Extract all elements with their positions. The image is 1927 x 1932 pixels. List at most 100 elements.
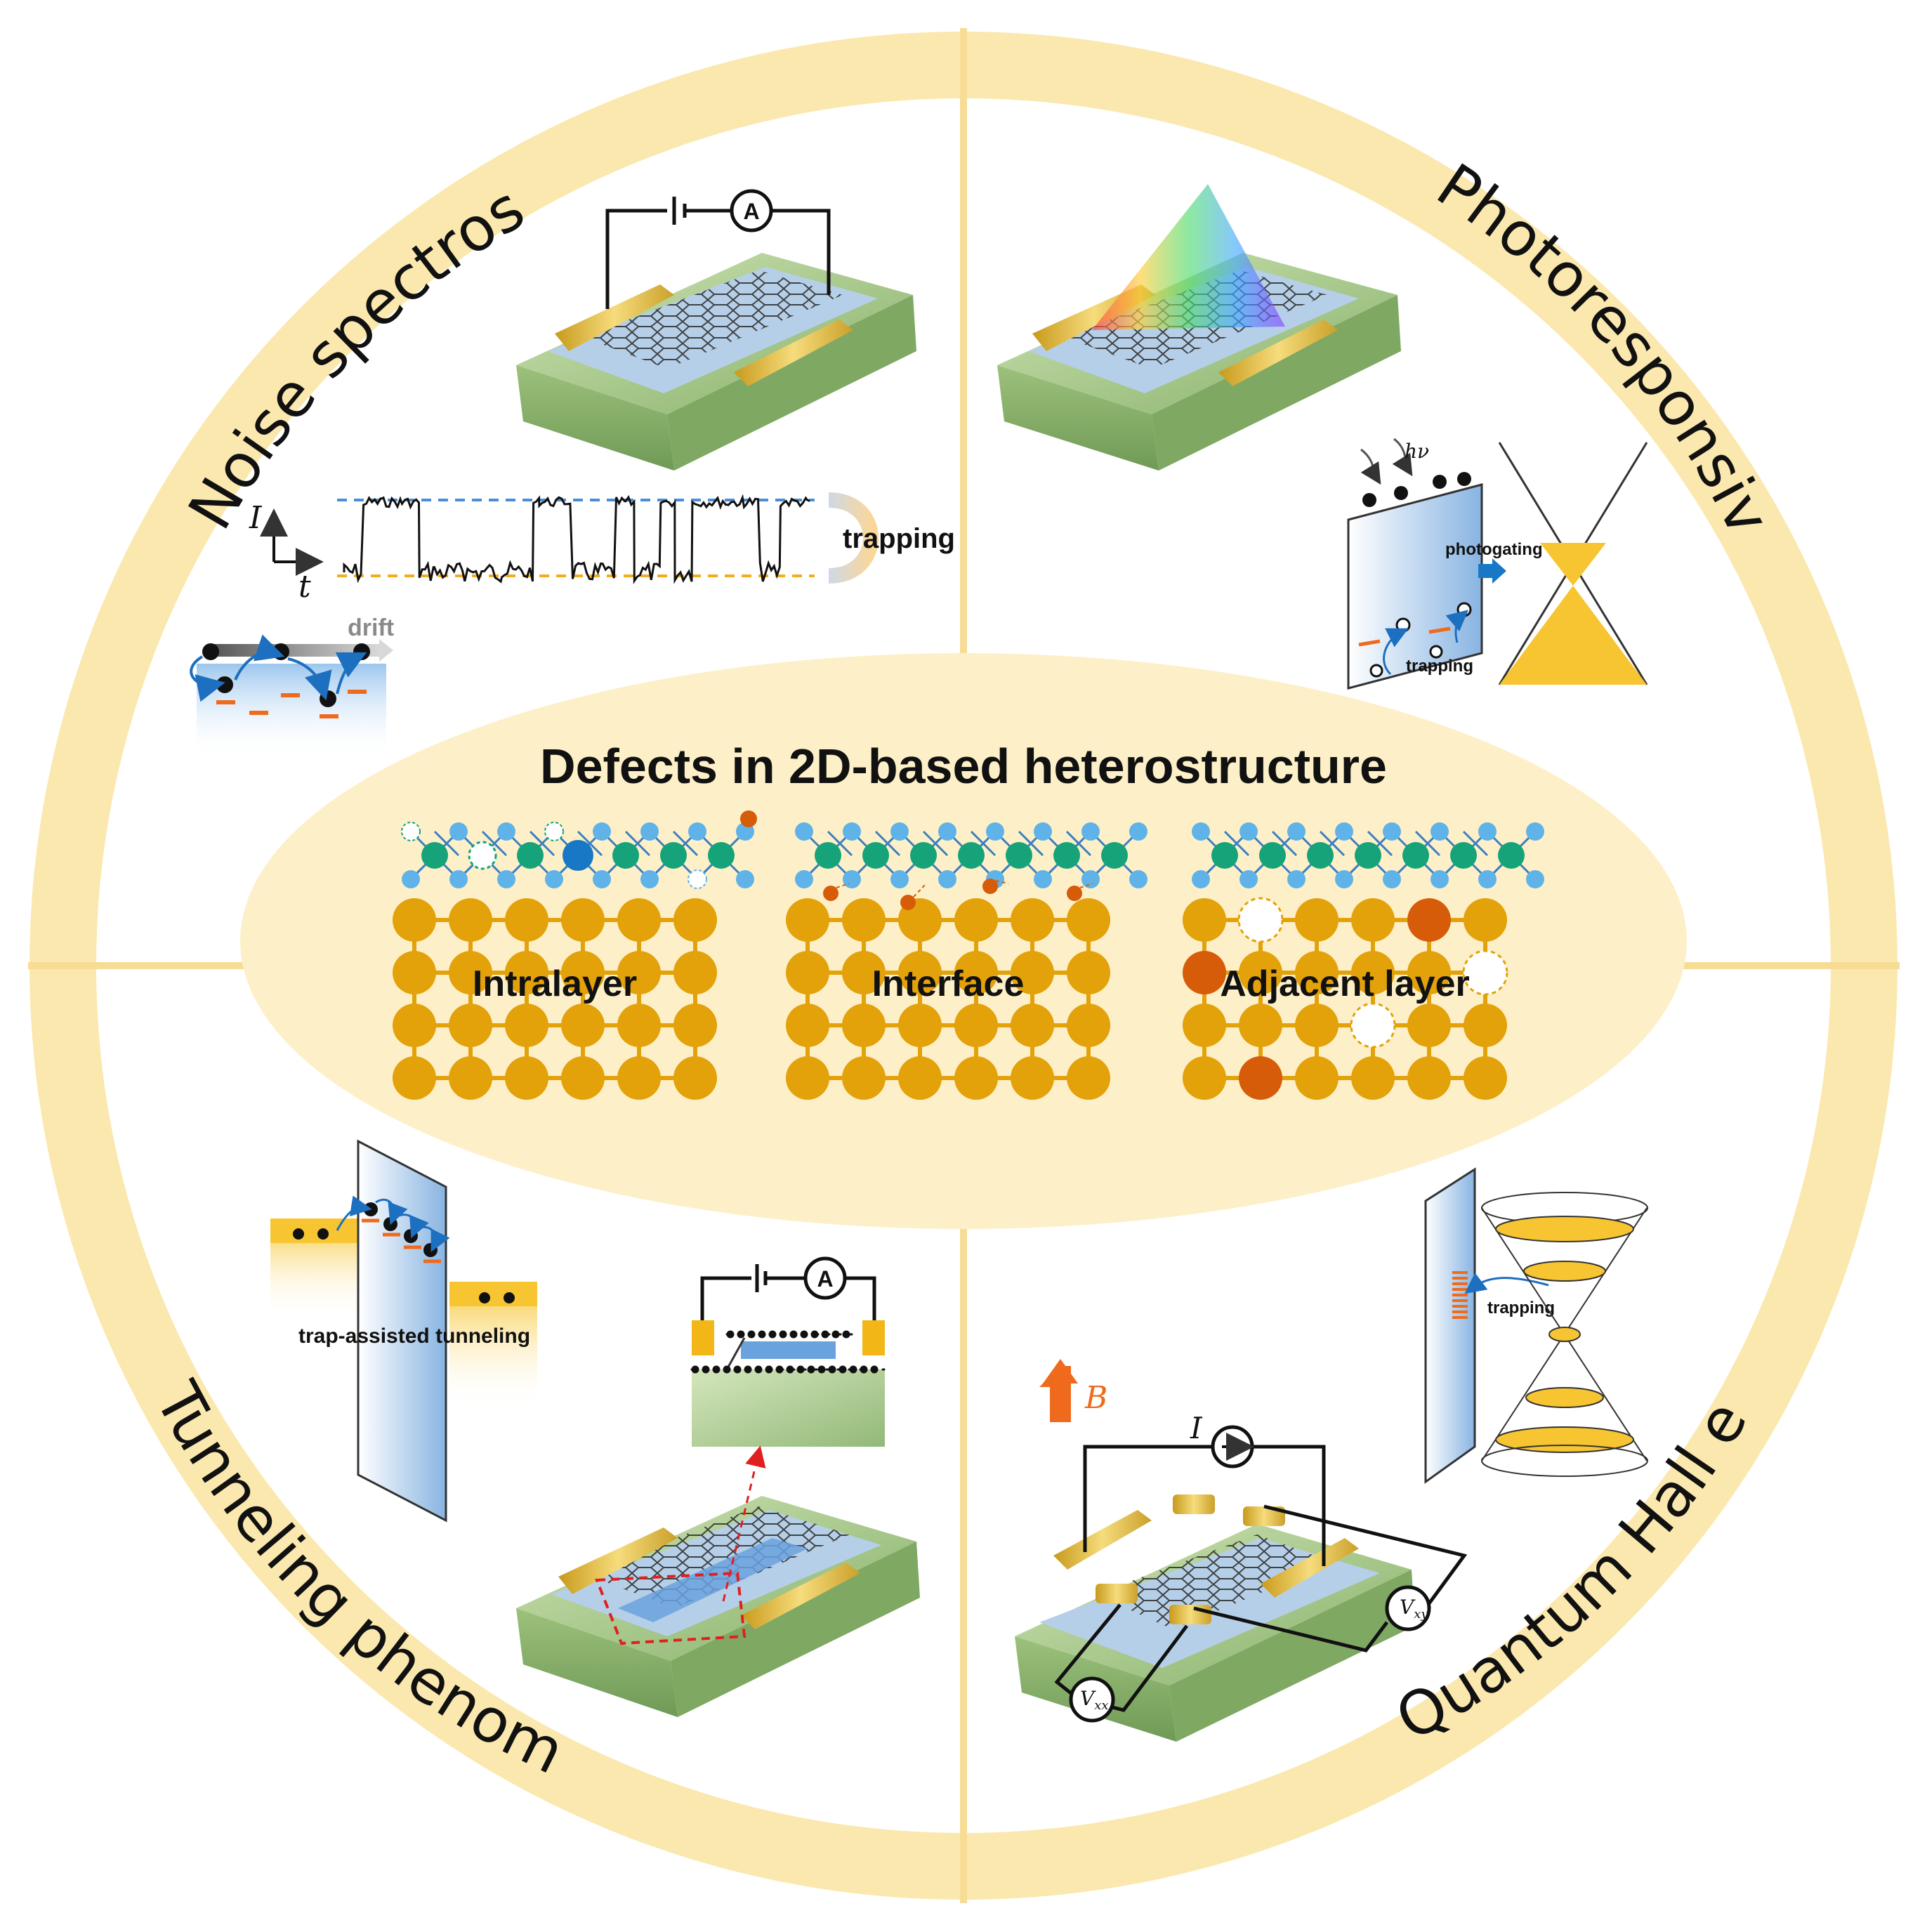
substrate-atom	[786, 898, 829, 942]
vacancy	[544, 822, 564, 841]
substrate-atom	[1295, 1056, 1339, 1100]
b-field-label: B	[1084, 1380, 1107, 1416]
chalcogen-atom	[1192, 822, 1210, 841]
substrate-atom	[1067, 951, 1110, 994]
substrate-atom	[954, 1004, 998, 1047]
photogating-schematic: hν photogating trapping	[1347, 438, 1648, 690]
substrate-atom	[1011, 1004, 1054, 1047]
chalcogen-atom	[640, 822, 659, 841]
metal-atom	[1211, 842, 1238, 869]
chalcogen-atom	[843, 822, 861, 841]
vxx-label: Vxx	[1080, 1687, 1109, 1713]
substrate-atom	[561, 898, 605, 942]
substrate-atom	[393, 898, 436, 942]
substrate-atom	[1067, 898, 1110, 942]
noise-trapping-label: trapping	[843, 523, 955, 554]
vacancy	[688, 869, 707, 889]
qhe-band-diagram: trapping	[1424, 1167, 1648, 1484]
substrate-atom	[505, 898, 548, 942]
substrate-atom	[1295, 1004, 1339, 1047]
chalcogen-atom	[402, 870, 420, 888]
substrate-atom	[898, 1004, 942, 1047]
substrate-atom	[1011, 951, 1054, 994]
substrate-atom	[673, 951, 717, 994]
chalcogen-atom	[1335, 870, 1353, 888]
substrate-atom	[505, 1056, 548, 1100]
substrate-atom	[449, 898, 492, 942]
metal-atom	[1355, 842, 1381, 869]
metal-atom	[1259, 842, 1286, 869]
substrate-atom	[1351, 951, 1395, 994]
substrate-lattice	[786, 898, 1110, 1100]
substrate-atom	[1183, 898, 1226, 942]
substrate-atom	[1407, 1004, 1451, 1047]
substrate-atom	[954, 898, 998, 942]
substrate-atom	[673, 1056, 717, 1100]
substrate-atom	[617, 1056, 661, 1100]
metal-vacancy	[468, 841, 497, 870]
substrate-atom	[842, 1004, 886, 1047]
qhe-trapping-label: trapping	[1487, 1299, 1555, 1317]
substrate-atom	[1295, 951, 1339, 994]
interface-trap	[900, 895, 916, 910]
2d-layer	[795, 822, 1147, 910]
substrate-atom	[449, 1004, 492, 1047]
substrate-atom	[617, 898, 661, 942]
chalcogen-atom	[986, 822, 1004, 841]
tunnel-ammeter-label: A	[817, 1266, 833, 1292]
substrate-atom	[561, 951, 605, 994]
metal-atom	[958, 842, 985, 869]
qhe-device: I Vxy Vxx B	[1015, 1359, 1468, 1742]
interface-trap	[982, 879, 998, 894]
rts-signal: trapping I t	[249, 492, 955, 605]
substrate-atom	[1239, 1056, 1282, 1100]
substrate-atom	[505, 951, 548, 994]
chalcogen-atom	[1431, 822, 1449, 841]
substrate-atom	[393, 1004, 436, 1047]
chalcogen-atom	[1478, 870, 1497, 888]
chalcogen-atom	[938, 870, 956, 888]
chalcogen-atom	[1431, 870, 1449, 888]
metal-atom	[1402, 842, 1429, 869]
metal-atom	[612, 842, 639, 869]
chalcogen-atom	[1239, 870, 1258, 888]
metal-atom	[1450, 842, 1477, 869]
defect-panel-1: Intralayer	[393, 810, 757, 1100]
substrate-atom	[842, 951, 886, 994]
photo-device	[997, 184, 1401, 471]
chalcogen-atom	[1034, 822, 1052, 841]
adatom	[740, 810, 757, 827]
metal-atom	[421, 842, 448, 869]
ammeter-label: A	[743, 199, 759, 224]
chalcogen-atom	[640, 870, 659, 888]
noise-device: A	[516, 189, 916, 471]
vxy-label: Vxy	[1400, 1596, 1428, 1622]
interface-trap	[823, 886, 838, 901]
substrate-atom	[1067, 1056, 1110, 1100]
defect-panel-3: Adjacent layer	[1183, 822, 1544, 1100]
substrate-atom	[1351, 898, 1395, 942]
substrate-lattice	[393, 898, 717, 1100]
substrate-atom	[505, 1004, 548, 1047]
photogating-label: photogating	[1445, 540, 1543, 559]
2d-layer	[401, 810, 757, 889]
chalcogen-atom	[736, 870, 754, 888]
chalcogen-atom	[1239, 822, 1258, 841]
chalcogen-atom	[1192, 870, 1210, 888]
chalcogen-atom	[843, 870, 861, 888]
chalcogen-atom	[795, 822, 813, 841]
chalcogen-atom	[1129, 870, 1147, 888]
tunneling-band-diagram: trap-assisted tunneling	[270, 1139, 537, 1523]
chalcogen-atom	[1335, 822, 1353, 841]
chalcogen-atom	[545, 870, 563, 888]
substrate-atom	[1350, 1002, 1396, 1049]
substrate-atom	[1464, 1056, 1507, 1100]
metal-atom	[517, 842, 544, 869]
metal-atom	[1006, 842, 1032, 869]
substrate-atom	[1464, 898, 1507, 942]
tunneling-cross-section: A	[690, 1256, 886, 1447]
chalcogen-atom	[449, 870, 468, 888]
substrate-atom	[898, 951, 942, 994]
center-title: Defects in 2D-based heterostructure	[540, 739, 1387, 794]
